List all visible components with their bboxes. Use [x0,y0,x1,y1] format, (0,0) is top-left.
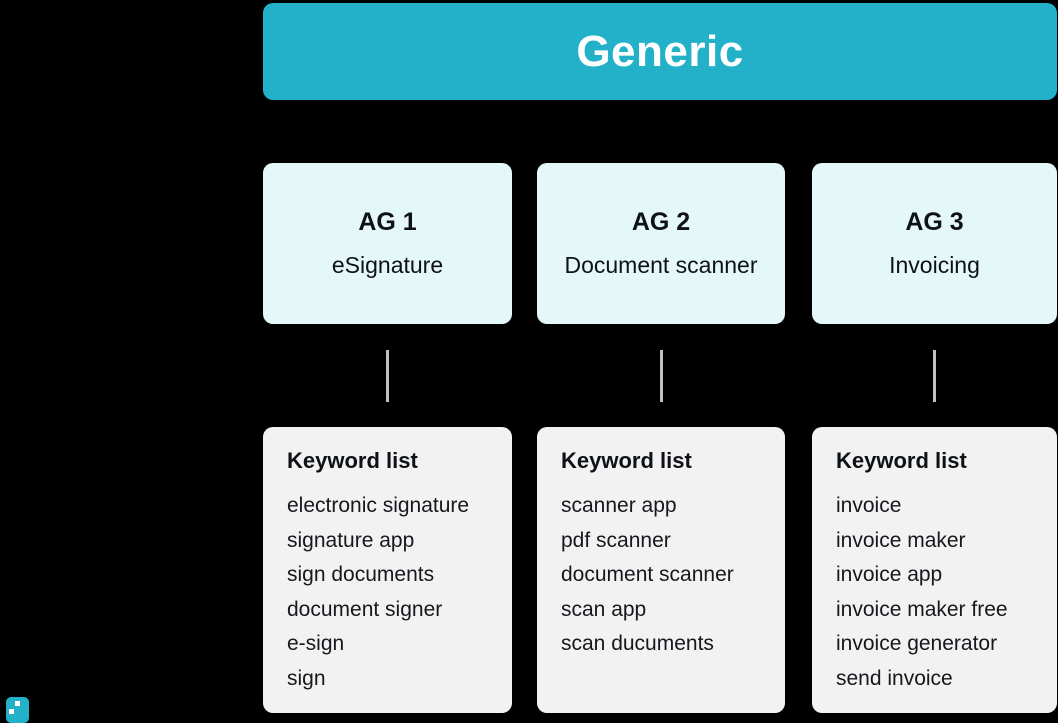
keyword-item: invoice generator [836,632,998,656]
keyword-item: sign [287,666,326,690]
keyword-item: sign documents [287,563,435,587]
ag-card-title: AG 2 [631,208,691,236]
ag-card-subtitle: Document scanner [564,252,758,278]
ad-group-column-1: AG 1 eSignature Keyword list electronic … [263,163,512,713]
ag-card-subtitle: Invoicing [889,252,980,278]
connector-line [386,350,389,402]
logo-dot [15,701,20,706]
keyword-list-card-2: Keyword list scanner app pdf scanner doc… [537,427,785,713]
keyword-item: invoice app [836,563,943,587]
keyword-item: signature app [287,528,415,552]
ag-card-1: AG 1 eSignature [263,163,512,324]
keyword-item: document scanner [561,563,734,587]
keyword-item: scanner app [561,494,677,517]
ad-group-column-3: AG 3 Invoicing Keyword list invoice invo… [812,163,1057,713]
ag-card-title: AG 1 [358,208,417,236]
keyword-list-heading: Keyword list [836,448,967,473]
keyword-item: send invoice [836,666,953,690]
keyword-list-heading: Keyword list [561,448,692,473]
ag-card-3: AG 3 Invoicing [812,163,1057,324]
keyword-item: invoice maker free [836,597,1008,621]
ag-card-subtitle: eSignature [331,252,444,278]
connector-line [659,350,663,402]
keyword-item: scan app [561,597,647,621]
keyword-list-card-1: Keyword list electronic signature signat… [263,427,512,713]
keyword-list: electronic signature signature app sign … [287,489,488,697]
keyword-item: electronic signature [287,494,470,517]
keyword-item: scan ducuments [561,632,714,656]
brand-logo-icon [6,697,29,723]
keyword-item: e-sign [287,632,345,656]
keyword-list: invoice invoice maker invoice app invoic… [836,489,1033,697]
keyword-item: document signer [287,597,443,621]
ag-card-2: AG 2 Document scanner [537,163,785,324]
ag-card-title: AG 3 [905,208,964,236]
generic-header-banner: Generic [263,3,1057,100]
keyword-item: pdf scanner [561,528,671,552]
ad-group-column-2: AG 2 Document scanner Keyword list scann… [537,163,785,713]
logo-dot [9,709,14,714]
connector-line [933,350,936,402]
banner-title: Generic [576,26,744,76]
keyword-item: invoice maker [836,528,966,552]
keyword-item: invoice [836,494,902,517]
keyword-list-card-3: Keyword list invoice invoice maker invoi… [812,427,1057,713]
keyword-list: scanner app pdf scanner document scanner… [561,489,761,662]
keyword-list-heading: Keyword list [287,448,418,473]
